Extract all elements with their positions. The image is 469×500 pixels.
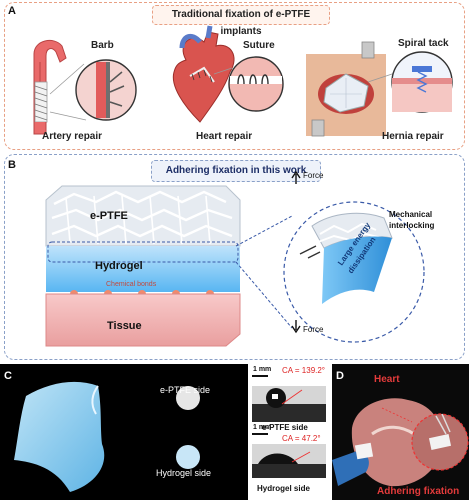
force-bottom-label: Force	[303, 325, 323, 334]
panel-b-illustration	[4, 154, 465, 360]
heart-illustration	[173, 26, 234, 122]
panel-a-illustrations	[4, 2, 465, 150]
eptfe-layer	[46, 186, 240, 246]
spiral-tack-label: Spiral tack	[398, 38, 449, 49]
heart-repair-caption: Heart repair	[196, 131, 252, 142]
film-sample	[14, 382, 104, 492]
artery-repair-caption: Artery repair	[42, 131, 102, 142]
scale-bar-1-label: 1 mm	[253, 366, 271, 373]
suture-label: Suture	[243, 40, 275, 51]
hydrogel-swatch	[176, 445, 200, 469]
hernia-repair-caption: Hernia repair	[382, 131, 444, 142]
barb-label: Barb	[91, 40, 114, 51]
chemical-bonds-label: Chemical bonds	[106, 281, 156, 288]
hydrogel-side-label: Hydrogel side	[156, 468, 211, 478]
aorta-illustration	[34, 40, 66, 134]
mechanical-label: Mechanical	[389, 210, 432, 219]
panel-d-photo	[332, 364, 469, 500]
contact-angle-images	[248, 364, 330, 500]
panel-c-photo	[0, 364, 248, 500]
heart-label: Heart	[374, 374, 400, 385]
tissue-layer-label: Tissue	[107, 320, 142, 332]
interlocking-label: interlocking	[389, 221, 434, 230]
barb-zoom	[50, 60, 136, 120]
contact-angle-2: CA = 47.2°	[282, 434, 321, 443]
scale-bar-2-label: 1 mm	[253, 424, 271, 431]
force-top-label: Force	[303, 171, 323, 180]
eptfe-layer-label: e-PTFE	[90, 210, 128, 222]
hydrogel-layer-label: Hydrogel	[95, 260, 143, 272]
hernia-illustration	[306, 42, 386, 136]
contact-angle-1: CA = 139.2°	[282, 366, 325, 375]
drop-hydrogel-caption: Hydrogel side	[257, 484, 310, 493]
adhering-fixation-label: Adhering fixation	[377, 486, 459, 497]
tissue-layer	[46, 294, 240, 346]
eptfe-side-label: e-PTFE side	[160, 385, 210, 395]
